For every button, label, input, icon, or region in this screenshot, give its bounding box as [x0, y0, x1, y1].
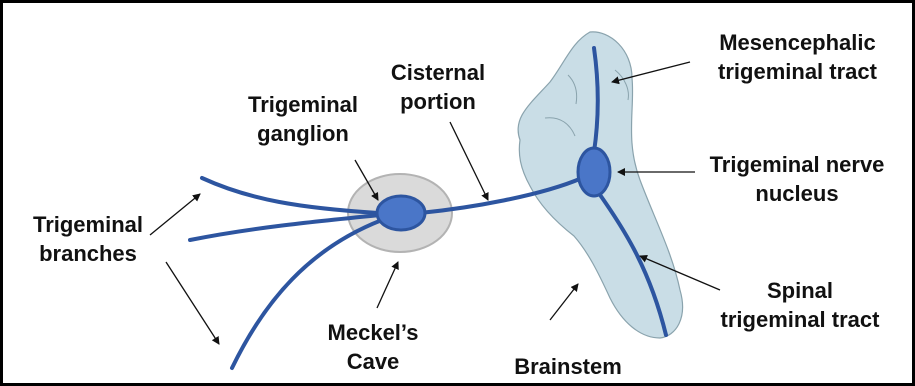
label-trigeminal-ganglion-line1: Trigeminal — [228, 90, 378, 119]
label-cisternal-portion-line2: portion — [368, 87, 508, 116]
label-meckels-cave-line2: Cave — [318, 347, 428, 376]
label-mesencephalic-tract: Mesencephalic trigeminal tract — [690, 28, 905, 86]
label-trigeminal-ganglion: Trigeminal ganglion — [228, 90, 378, 148]
label-mesencephalic-tract-line2: trigeminal tract — [690, 57, 905, 86]
label-cisternal-portion-line1: Cisternal — [368, 58, 508, 87]
label-trigeminal-ganglion-line2: ganglion — [228, 119, 378, 148]
arrow-cisternal — [450, 122, 488, 200]
label-spinal-tract-line1: Spinal — [690, 276, 910, 305]
label-spinal-tract-line2: trigeminal tract — [690, 305, 910, 334]
label-brainstem: Brainstem — [498, 352, 638, 381]
label-cisternal-portion: Cisternal portion — [368, 58, 508, 116]
trigeminal-nucleus-shape — [578, 148, 610, 196]
label-mesencephalic-tract-line1: Mesencephalic — [690, 28, 905, 57]
arrow-brainstem — [550, 284, 578, 320]
arrow-branches-lower — [166, 262, 219, 344]
arrow-meckels-cave — [377, 262, 398, 308]
label-nerve-nucleus: Trigeminal nerve nucleus — [692, 150, 902, 208]
label-nerve-nucleus-line1: Trigeminal nerve — [692, 150, 902, 179]
label-brainstem-text: Brainstem — [498, 352, 638, 381]
label-nerve-nucleus-line2: nucleus — [692, 179, 902, 208]
label-trigeminal-branches: Trigeminal branches — [18, 210, 158, 268]
label-trigeminal-branches-line1: Trigeminal — [18, 210, 158, 239]
label-spinal-tract: Spinal trigeminal tract — [690, 276, 910, 334]
label-meckels-cave-line1: Meckel’s — [318, 318, 428, 347]
label-trigeminal-branches-line2: branches — [18, 239, 158, 268]
trigeminal-ganglion-shape — [377, 196, 425, 230]
label-meckels-cave: Meckel’s Cave — [318, 318, 428, 376]
